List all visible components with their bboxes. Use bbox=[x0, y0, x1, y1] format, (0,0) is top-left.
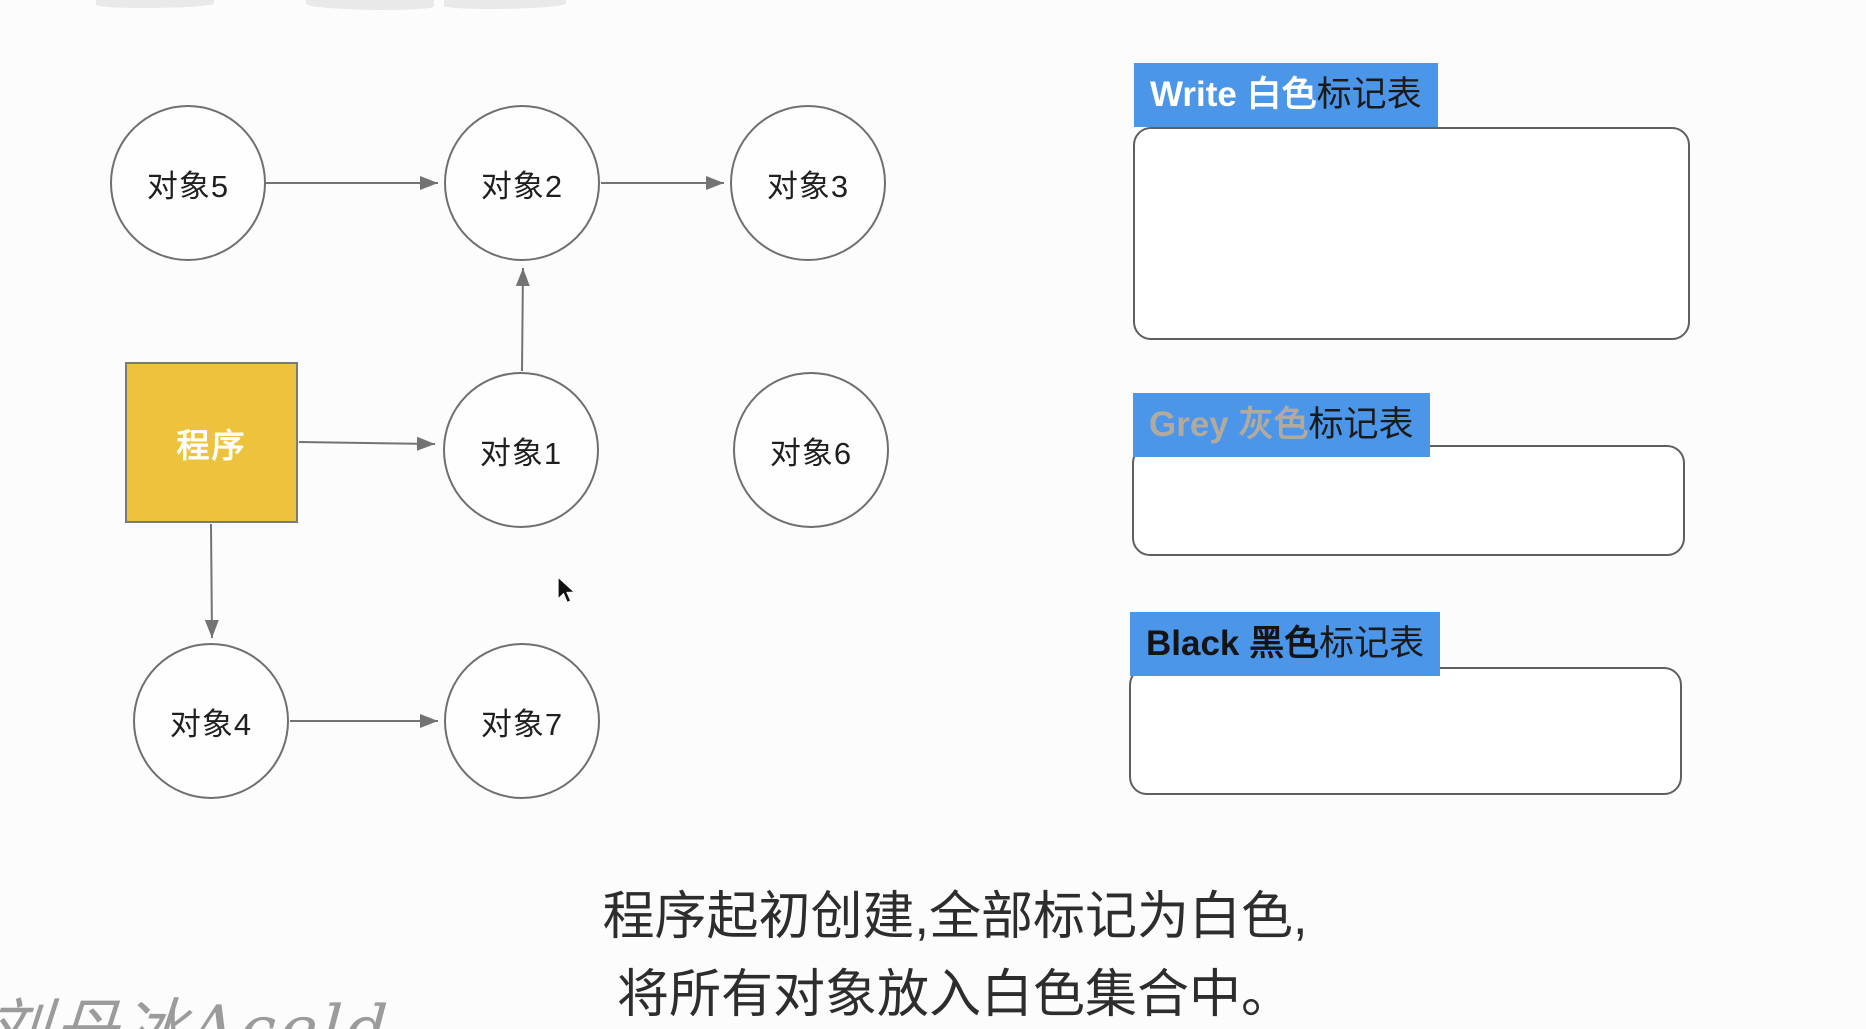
node-label: 对象7 bbox=[480, 706, 564, 742]
node-label: 对象6 bbox=[769, 435, 853, 471]
node-label: 对象3 bbox=[766, 168, 850, 204]
white-mark-table-box bbox=[1133, 127, 1690, 340]
edge-program-obj4 bbox=[204, 523, 219, 639]
top-watermark-remnant bbox=[306, 0, 434, 10]
grey-mark-table-label: Grey 灰色标记表 bbox=[1133, 393, 1430, 457]
black-table-title-suffix: 标记表 bbox=[1319, 624, 1425, 663]
black-table-title-en: Black 黑色 bbox=[1146, 624, 1320, 663]
node-obj7: 对象7 bbox=[444, 643, 600, 799]
node-obj1: 对象1 bbox=[443, 372, 599, 528]
black-mark-table-box bbox=[1129, 667, 1682, 795]
node-obj2: 对象2 bbox=[444, 105, 600, 261]
grey-table-title-en: Grey 灰色 bbox=[1149, 405, 1309, 444]
edge-program-obj1 bbox=[298, 436, 436, 451]
author-watermark: 刘丹冰Aceld bbox=[0, 978, 395, 1029]
caption: 程序起初创建,全部标记为白色, 将所有对象放入白色集合中。 bbox=[420, 878, 1490, 1029]
program-label: 程序 bbox=[176, 426, 247, 464]
node-obj3: 对象3 bbox=[730, 105, 886, 261]
white-mark-table-label: Write 白色标记表 bbox=[1134, 63, 1438, 127]
mouse-cursor bbox=[557, 576, 576, 604]
edge-obj1-obj2 bbox=[515, 267, 530, 372]
node-label: 对象1 bbox=[479, 435, 563, 471]
grey-table-title-suffix: 标记表 bbox=[1308, 405, 1414, 444]
node-obj4: 对象4 bbox=[133, 643, 289, 799]
node-obj6: 对象6 bbox=[733, 372, 889, 528]
grey-mark-table-box bbox=[1132, 445, 1685, 556]
top-watermark-remnant bbox=[444, 0, 566, 9]
white-table-title-suffix: 标记表 bbox=[1316, 75, 1422, 114]
node-program: 程序 bbox=[125, 362, 298, 523]
caption-line2: 将所有对象放入白色集合中。 bbox=[616, 966, 1293, 1024]
black-mark-table-label: Black 黑色标记表 bbox=[1130, 612, 1441, 676]
node-label: 对象2 bbox=[480, 168, 564, 204]
caption-line1: 程序起初创建,全部标记为白色, bbox=[602, 888, 1308, 946]
top-watermark-remnant bbox=[96, 0, 214, 8]
white-table-title-en: Write 白色 bbox=[1150, 75, 1317, 114]
node-label: 对象5 bbox=[146, 168, 230, 204]
node-label: 对象4 bbox=[169, 706, 253, 742]
node-obj5: 对象5 bbox=[110, 105, 266, 261]
